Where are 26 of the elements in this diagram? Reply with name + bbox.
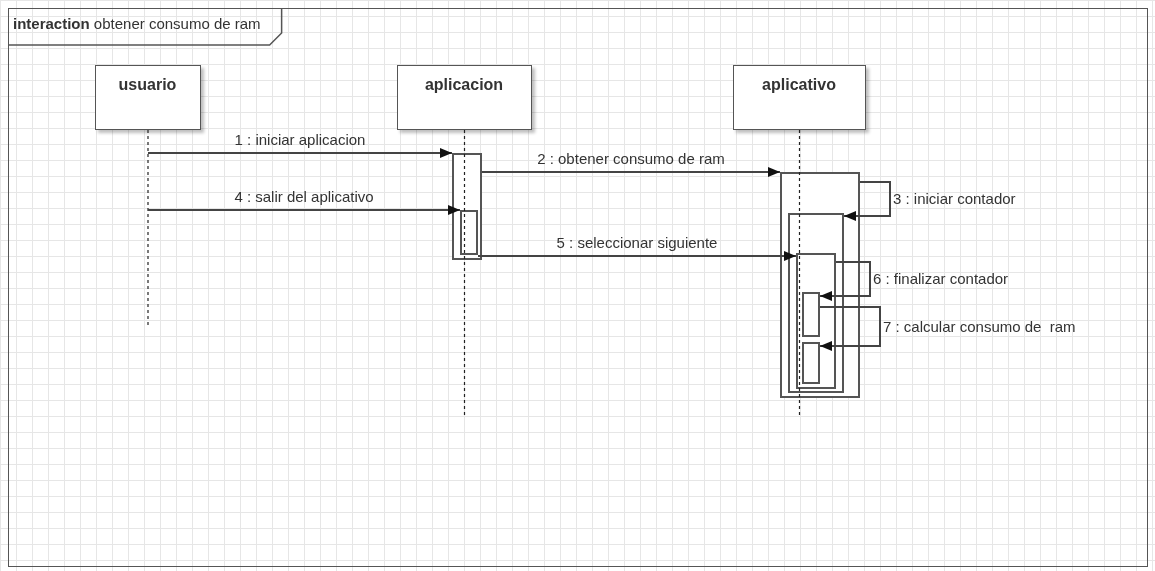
message-label: 7 : calcular consumo de ram <box>883 317 1076 336</box>
message-arrow <box>819 261 871 301</box>
message-label: 5 : seleccionar siguiente <box>556 234 718 252</box>
activation-bar <box>451 152 482 260</box>
activation-bar <box>787 212 844 393</box>
message-arrow <box>147 205 461 215</box>
message-label: 6 : finalizar contador <box>873 270 1009 288</box>
activation-bar <box>795 252 836 389</box>
message-label: 4 : salir del aplicativo <box>234 188 374 206</box>
activation-bar <box>779 171 860 398</box>
participant-box: aplicacion <box>396 64 532 130</box>
message-arrow <box>481 167 781 177</box>
activation-bar <box>801 291 820 337</box>
message-arrow <box>843 181 891 221</box>
message-arrow <box>477 251 797 261</box>
interaction-frame <box>8 8 1148 567</box>
activation-bar <box>459 209 478 255</box>
message-arrow <box>819 306 881 351</box>
activation-bar <box>801 341 820 384</box>
participant-box: aplicativo <box>732 64 866 130</box>
message-arrow <box>147 148 453 158</box>
frame-title: interaction obtener consumo de ram <box>13 15 261 32</box>
message-label: 2 : obtener consumo de ram <box>537 150 725 168</box>
participant-box: usuario <box>94 64 201 130</box>
message-label: 3 : iniciar contador <box>893 190 1016 208</box>
message-label: 1 : iniciar aplicacion <box>234 131 366 149</box>
